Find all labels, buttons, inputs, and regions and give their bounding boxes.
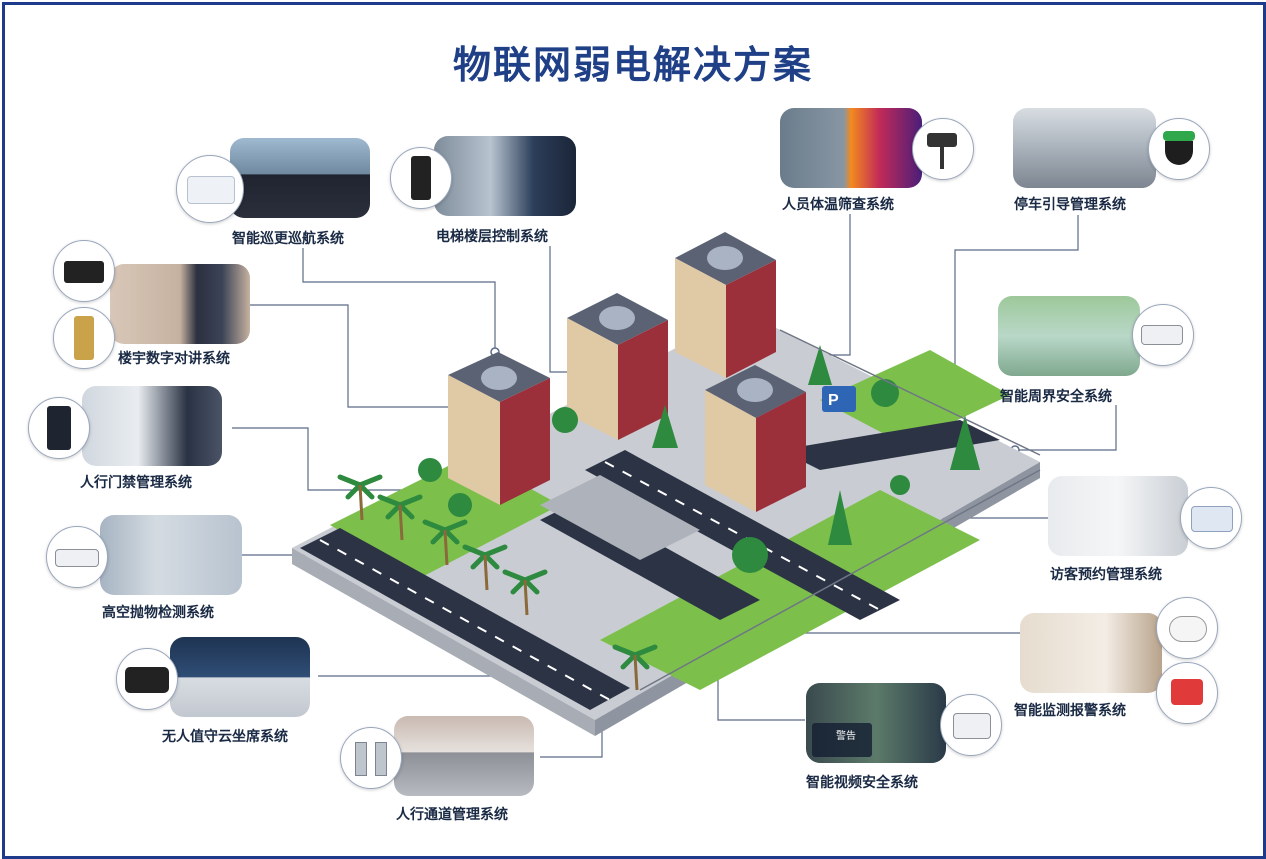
turnstile-icon: [340, 727, 402, 789]
patrol-device-icon: [176, 155, 244, 223]
line-perimeter: [1015, 405, 1117, 451]
throwing-photo: [100, 515, 242, 595]
video-label: 智能视频安全系统: [806, 775, 918, 791]
video-camera-icon: [940, 694, 1002, 756]
fence: [639, 329, 1041, 691]
cloud-seat-photo: [170, 637, 310, 717]
building-3: [675, 232, 776, 378]
access-terminal-icon: [28, 397, 90, 459]
building-2: [567, 293, 668, 440]
passage-photo: [394, 716, 534, 796]
smoke-detector-icon: [1156, 597, 1218, 659]
patrol-photo: [230, 138, 370, 218]
road-right: [780, 420, 1000, 470]
visitor-label: 访客预约管理系统: [1050, 567, 1162, 583]
building-4: [705, 365, 806, 512]
alarm-label: 智能监测报警系统: [1014, 703, 1126, 719]
access-photo: [82, 386, 222, 466]
temperature-photo: [780, 108, 922, 188]
intercom-doorphone-icon: [53, 307, 115, 369]
throwing-camera-icon: [46, 526, 108, 588]
perimeter-label: 智能周界安全系统: [1000, 389, 1112, 405]
parking-lot: [540, 475, 700, 560]
line-intercom: [250, 304, 462, 408]
alarm-siren-icon: [1156, 662, 1218, 724]
video-alert-card: 警告: [812, 723, 872, 757]
visitor-kiosk-icon: [1180, 487, 1242, 549]
visitor-photo: [1048, 476, 1188, 556]
elevator-panel-icon: [390, 147, 452, 209]
intercom-monitor-icon: [53, 240, 115, 302]
video-alert-title: 警告: [836, 731, 856, 742]
intercom-label: 楼宇数字对讲系统: [118, 351, 230, 367]
palm-trunks: [358, 484, 639, 691]
elevator-photo: [434, 136, 576, 216]
perimeter-photo: [998, 296, 1140, 376]
cloud-seat-label: 无人值守云坐席系统: [162, 729, 288, 745]
cloud-seat-tablet-icon: [116, 648, 178, 710]
parking-photo: [1013, 108, 1156, 188]
temperature-label: 人员体温筛查系统: [782, 197, 894, 213]
page-title: 物联网弱电解决方案: [452, 43, 813, 87]
line-patrol: [302, 248, 496, 350]
access-label: 人行门禁管理系统: [80, 475, 192, 491]
patrol-label: 智能巡更巡航系统: [232, 231, 344, 247]
grass-right: [600, 490, 980, 690]
parking-sensor-icon: [1148, 118, 1210, 180]
trees: [418, 345, 980, 573]
passage-label: 人行通道管理系统: [396, 807, 508, 823]
elevator-label: 电梯楼层控制系统: [436, 229, 548, 245]
thermal-camera-icon: [912, 118, 974, 180]
parking-label: 停车引导管理系统: [1014, 197, 1126, 213]
building-1: [448, 352, 550, 505]
alarm-photo: [1020, 613, 1162, 693]
palm-trees: [337, 474, 658, 670]
throwing-label: 高空抛物检测系统: [102, 605, 214, 621]
grass-top: [820, 350, 1010, 445]
parking-sign-label: P: [828, 392, 839, 409]
video-photo: 警告: [806, 683, 946, 763]
intercom-photo: [110, 264, 250, 344]
perimeter-camera-icon: [1132, 304, 1194, 366]
parking-sign: [822, 386, 856, 412]
